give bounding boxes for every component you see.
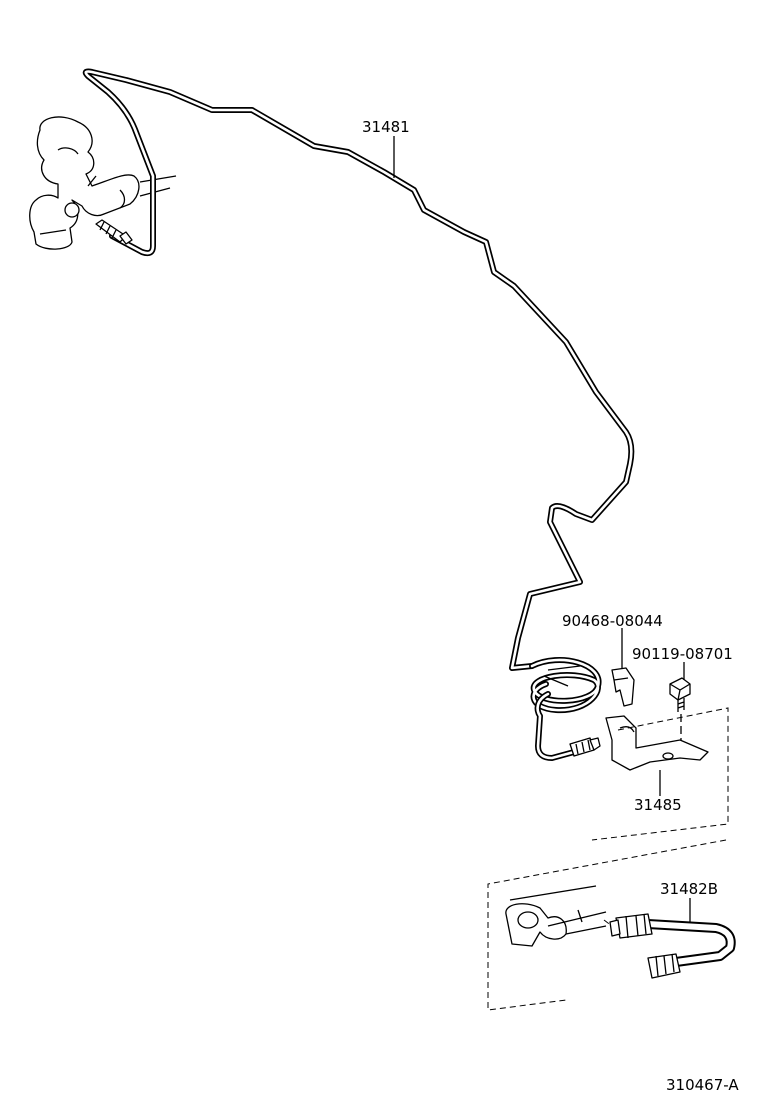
hose-part [609, 913, 736, 979]
clip-part [611, 667, 635, 707]
clutch-tube [82, 68, 635, 761]
label-brake-tube: 31481 [362, 118, 410, 136]
flare-nut-upper [95, 219, 133, 245]
hose-dashed-box [487, 839, 727, 1011]
bracket-dashed-box [591, 707, 729, 841]
label-bracket: 31485 [634, 796, 682, 814]
leader-lines [393, 136, 691, 924]
label-figure-id: 310467-A [666, 1076, 739, 1094]
bracket-part [605, 715, 709, 771]
release-cylinder [505, 885, 613, 947]
label-bolt: 90119-08701 [632, 645, 733, 663]
label-clip: 90468-08044 [562, 612, 663, 630]
bolt-part [669, 677, 691, 758]
label-hose: 31482B [660, 880, 718, 898]
flare-nut-lower [569, 737, 601, 757]
